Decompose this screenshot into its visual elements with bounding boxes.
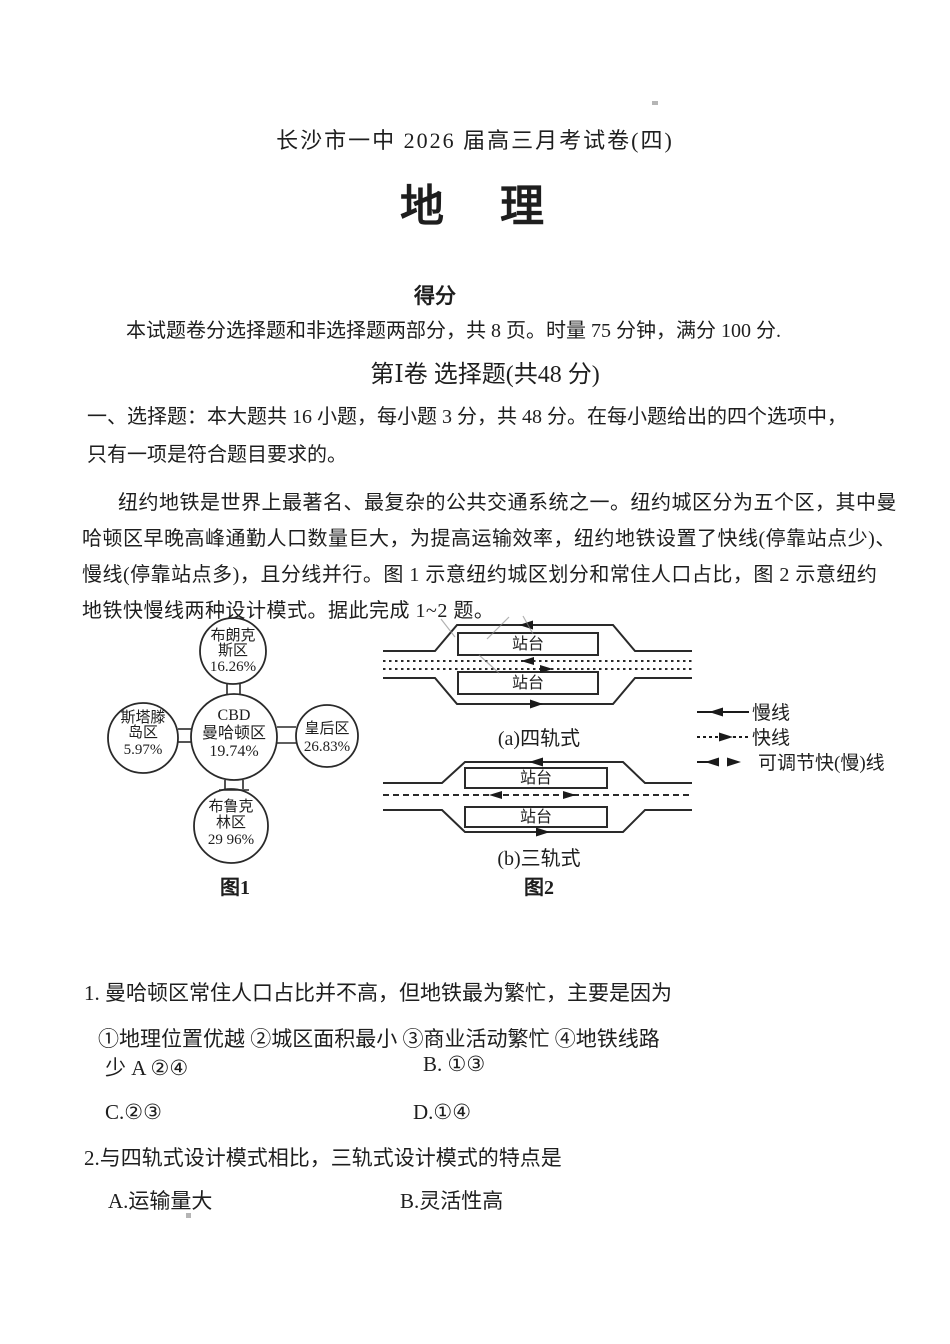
brooklyn-label-1: 布鲁克	[208, 798, 253, 815]
fast-line-symbol-icon	[697, 732, 749, 741]
intro-line: 本试题卷分选择题和非选择题两部分，共 8 页。时量 75 分钟，满分 100 分…	[126, 320, 781, 342]
passage-line-2: 哈顿区早晚高峰通勤人口数量巨大，为提高运输效率，纽约地铁设置了快线(停靠站点少)…	[82, 528, 896, 550]
slow-line-top-track	[383, 761, 692, 784]
exam-title: 长沙市一中 2026 届高三月考试卷(四)	[276, 128, 674, 153]
legend-slow-line: 慢线	[697, 699, 885, 724]
manhattan-label-1: CBD	[218, 707, 251, 724]
brooklyn-label-2: 林区	[216, 814, 246, 831]
manhattan-label-2: 曼哈顿区	[202, 724, 266, 742]
legend-fast-line: 快线	[697, 724, 885, 749]
queens-circle	[295, 704, 359, 768]
platform-box-top	[457, 632, 599, 656]
question1-option-b: B. ①③	[423, 1052, 486, 1076]
section1-line2: 只有一项是符合题目要求的。	[87, 444, 347, 466]
platform-label-b-bottom: 站台	[520, 808, 552, 826]
platform-label-a-bottom: 站台	[512, 674, 544, 692]
question2-option-b: B.灵活性高	[400, 1189, 504, 1213]
queens-value: 26.83%	[304, 739, 350, 755]
question1-option-a: 少 A ②④	[105, 1056, 189, 1080]
staten-circle	[107, 702, 179, 774]
question2-stem: 2.与四轨式设计模式相比，三轨式设计模式的特点是	[84, 1146, 562, 1170]
arrow-right-icon	[540, 665, 553, 673]
passage-line-1: 纽约地铁是世界上最著名、最复杂的公共交通系统之一。纽约城区分为五个区，其中曼	[118, 492, 897, 514]
brooklyn-value: 29 96%	[208, 832, 254, 848]
legend-fast-label: 快线	[752, 728, 791, 749]
staten-label-1: 斯塔滕	[120, 709, 165, 726]
question1-option-c: C.②③	[105, 1100, 162, 1124]
legend-adjustable-line: 可调节快(慢)线	[697, 749, 885, 774]
passage-line-3: 慢线(停靠站点多)，且分线并行。图 1 示意纽约城区划分和常住人口占比，图 2 …	[82, 564, 878, 586]
figure2-legend: 慢线 快线 可调节快(慢)线	[697, 699, 885, 774]
arrow-left-icon	[521, 657, 534, 665]
brooklyn-circle	[193, 788, 269, 864]
arrow-right-icon	[536, 827, 550, 837]
adjustable-line-symbol-icon	[697, 757, 741, 766]
figure1-borough-diagram: 布朗克 斯区 16.26% 斯塔滕 岛区 5.97% CBD 曼哈顿区 19.7…	[107, 617, 359, 864]
bronx-label-1: 布朗克	[210, 627, 255, 644]
scan-artifact	[186, 1213, 191, 1218]
legend-slow-label: 慢线	[752, 703, 791, 724]
figure1-caption: 图1	[220, 877, 250, 899]
figure2-caption: 图2	[524, 877, 554, 899]
staten-value: 5.97%	[124, 742, 163, 758]
figure2b-three-track-diagram: 站台 站台	[383, 757, 692, 837]
manhattan-value: 19.74%	[209, 743, 258, 760]
figure2b-caption: (b)三轨式	[497, 848, 581, 870]
figure2a-caption: (a)四轨式	[497, 728, 581, 750]
connectors	[178, 683, 296, 791]
platform-box-bottom	[457, 671, 599, 695]
platform-box-bottom	[464, 806, 608, 828]
bronx-value: 16.26%	[210, 659, 256, 675]
platform-label-a-top: 站台	[512, 635, 544, 653]
arrow-left-icon	[489, 791, 502, 799]
staten-label-2: 岛区	[128, 724, 158, 741]
slow-line-top-track	[383, 624, 692, 652]
arrow-right-icon	[563, 791, 576, 799]
queens-label-1: 皇后区	[304, 720, 349, 737]
arrow-left-icon	[529, 757, 543, 767]
platform-box-top	[464, 767, 608, 789]
section1-line1: 一、选择题：本大题共 16 小题，每小题 3 分，共 48 分。在每小题给出的四…	[87, 406, 847, 428]
bronx-label-2: 斯区	[218, 642, 248, 659]
figure2a-four-track-diagram: 站台 站台	[383, 615, 692, 709]
scan-scratches	[440, 615, 534, 674]
subject-title: 地 理	[400, 182, 550, 231]
question1-stem: 1. 曼哈顿区常住人口占比并不高，但地铁最为繁忙，主要是因为	[84, 981, 672, 1005]
manhattan-circle	[190, 693, 278, 781]
slow-line-symbol-icon	[697, 707, 749, 716]
question2-option-a: A.运输量大	[108, 1189, 213, 1213]
legend-adjustable-label: 可调节快(慢)线	[758, 753, 885, 774]
part1-title: 第Ⅰ卷 选择题(共48 分)	[370, 362, 600, 388]
platform-label-b-top: 站台	[520, 769, 552, 787]
arrow-right-icon	[530, 699, 543, 709]
question1-items: ①地理位置优越 ②城区面积最小 ③商业活动繁忙 ④地铁线路	[98, 1027, 660, 1051]
question1-option-d: D.①④	[413, 1100, 472, 1124]
score-label: 得分	[414, 285, 456, 308]
bronx-circle	[199, 617, 267, 685]
passage-line-4: 地铁快慢线两种设计模式。据此完成 1~2 题。	[82, 600, 495, 622]
scan-artifact	[652, 101, 658, 105]
